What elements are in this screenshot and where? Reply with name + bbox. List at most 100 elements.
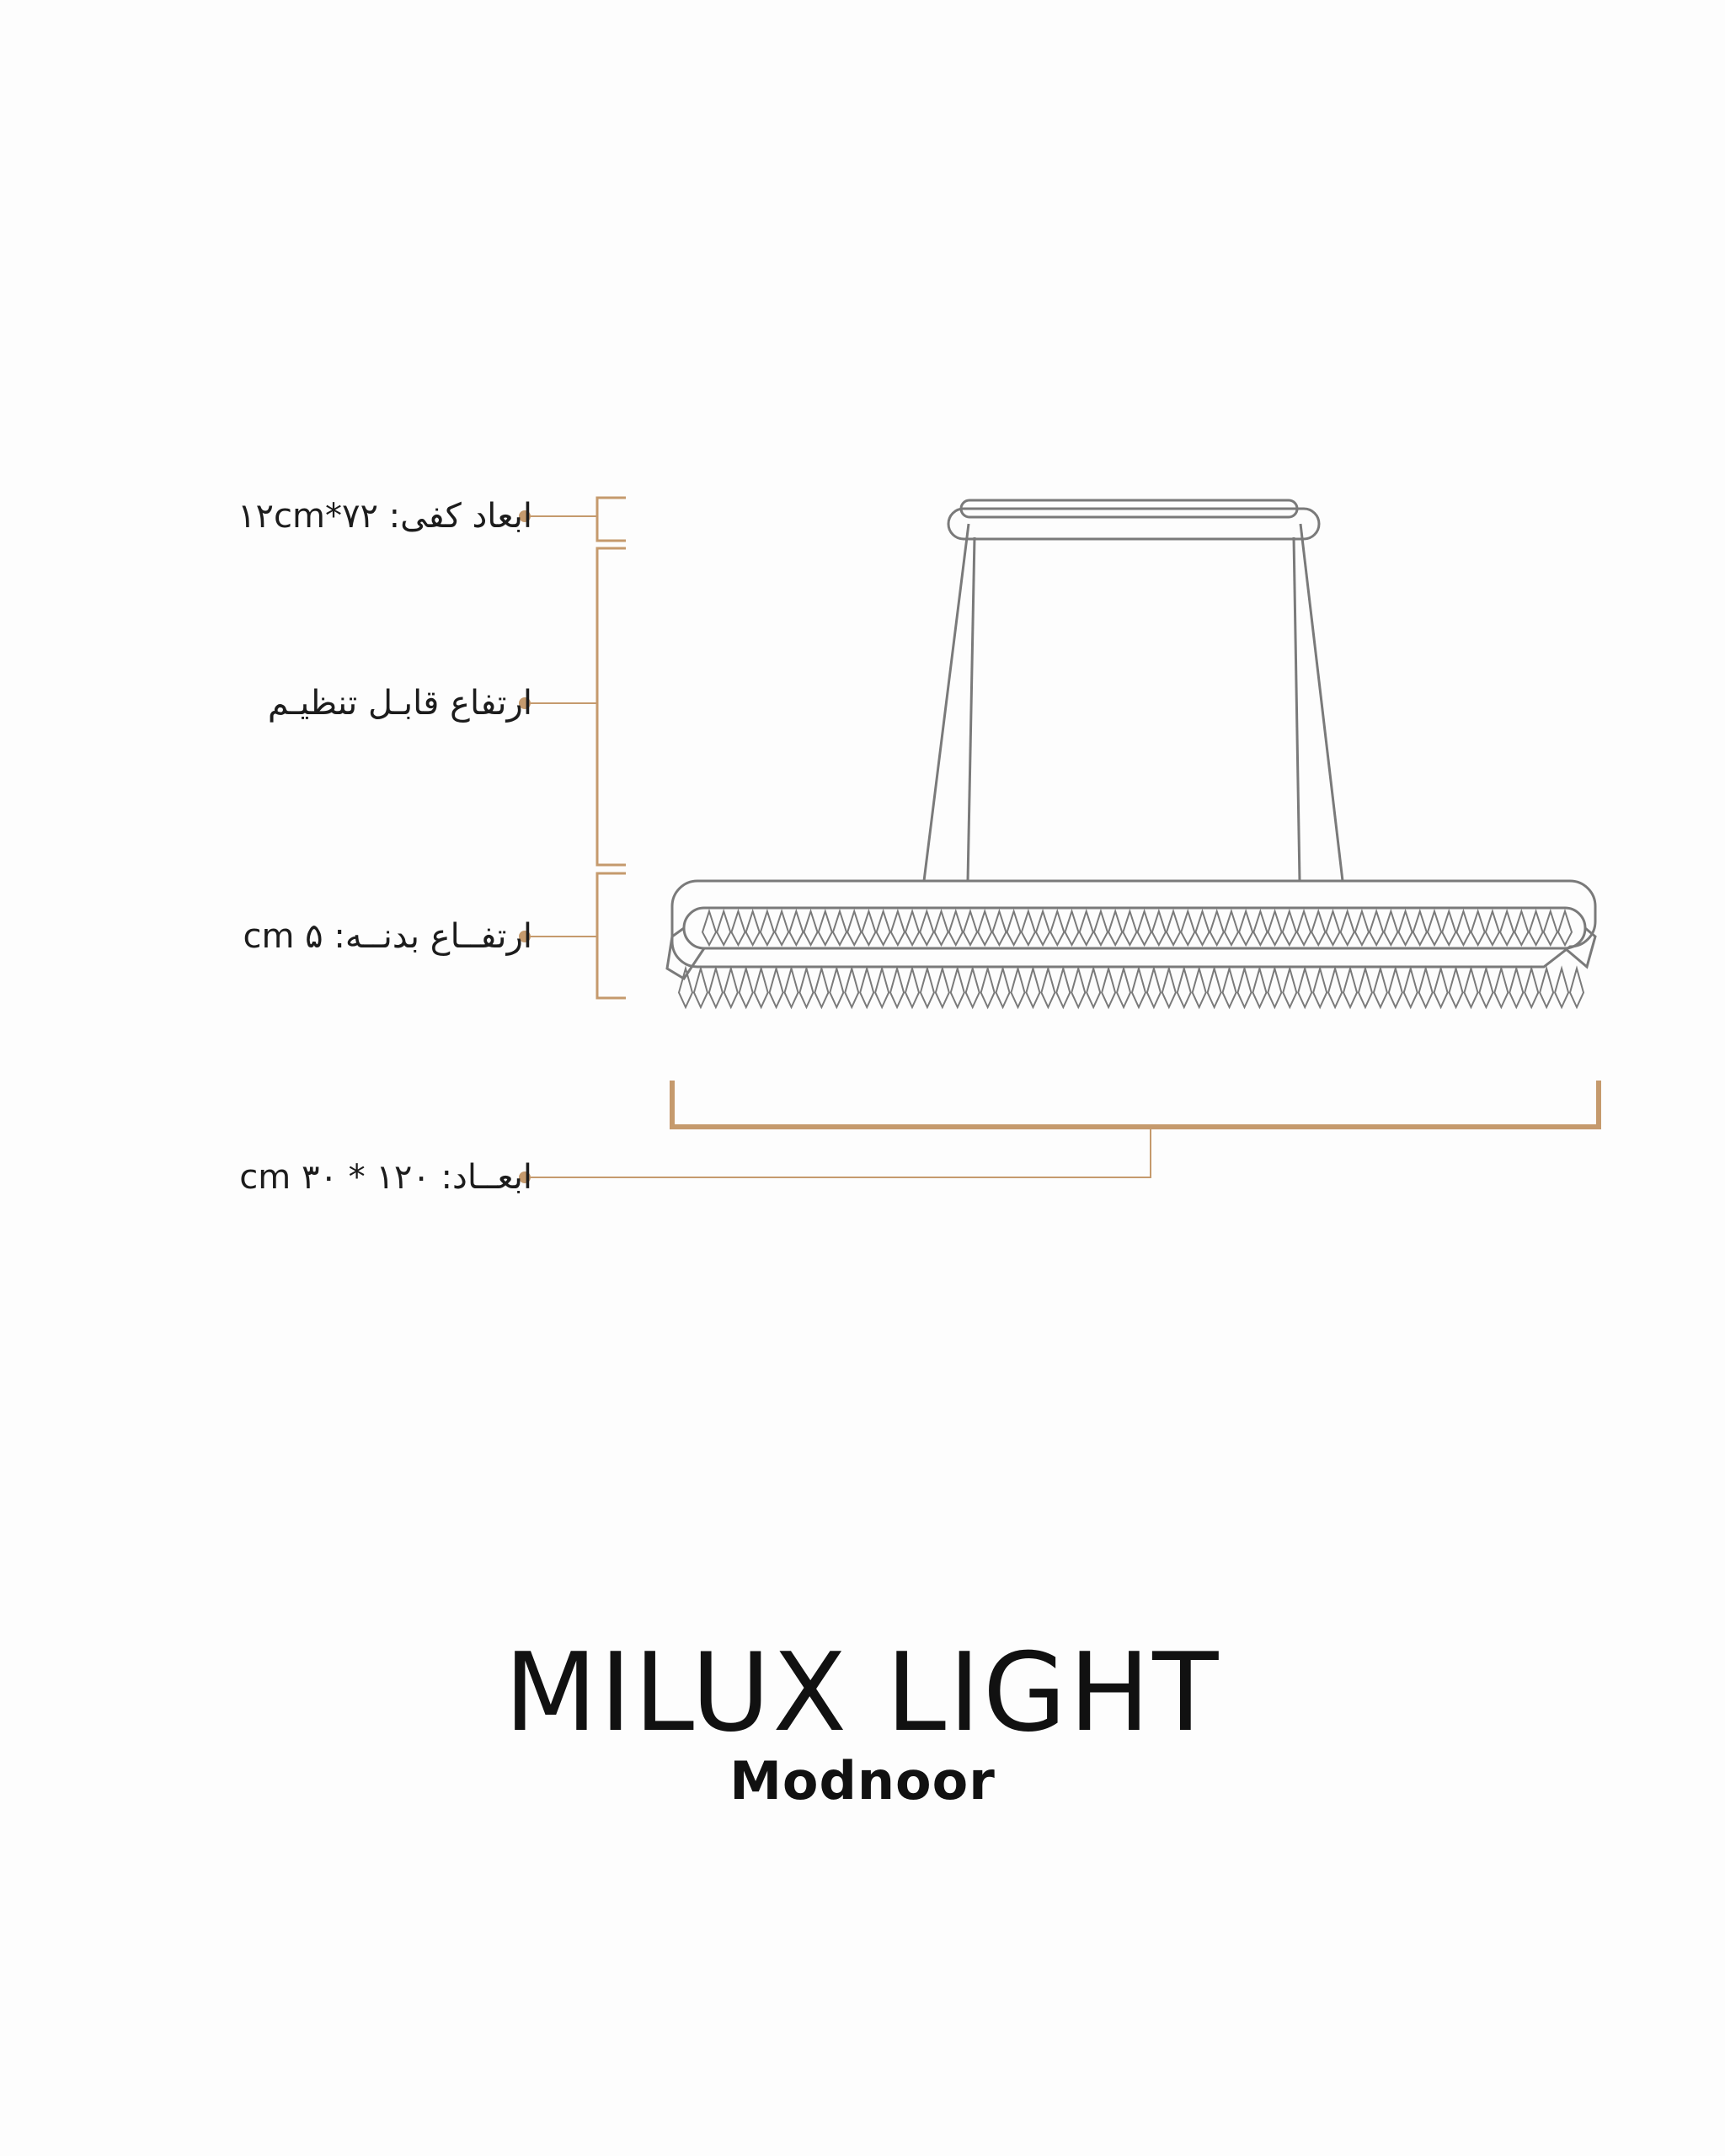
ring-right-fold <box>1564 926 1597 969</box>
crystal-drop <box>991 908 1007 947</box>
crystal-drop <box>1426 908 1443 947</box>
crystal-drop <box>846 908 862 947</box>
crystal-drop <box>1295 908 1312 947</box>
crystal-drop <box>1397 908 1413 947</box>
crystal-drop <box>1369 908 1385 947</box>
crystal-drop <box>1146 965 1162 1010</box>
crystal-drop <box>1463 965 1479 1010</box>
crystal-drop <box>1086 965 1102 1010</box>
crystal-drop <box>1499 908 1515 947</box>
crystal-drop <box>774 908 790 947</box>
crystal-drop <box>889 908 905 947</box>
wire-left-inner <box>966 536 976 882</box>
crystal-drop <box>1297 965 1313 1010</box>
crystal-drop <box>1267 908 1283 947</box>
crystal-drop <box>904 965 921 1010</box>
crystal-drop <box>783 965 799 1010</box>
crystal-drop <box>1412 908 1428 947</box>
crystal-drop <box>753 965 769 1010</box>
crystal-drop <box>1108 908 1124 947</box>
crystal-drop <box>730 908 746 947</box>
adjustable-height-bracket <box>595 547 626 867</box>
crystal-row-bottom <box>677 965 1585 1010</box>
crystal-drop <box>1509 965 1525 1010</box>
crystal-drop <box>1115 965 1132 1010</box>
wire-right-inner <box>1292 536 1301 882</box>
wire-right-outer <box>1299 523 1344 882</box>
crystal-drop <box>995 965 1011 1010</box>
crystal-drop <box>1136 908 1152 947</box>
crystal-drop <box>716 908 732 947</box>
crystal-drop <box>919 965 935 1010</box>
product-title: MILUX LIGHT <box>504 1630 1221 1756</box>
crystal-drop <box>889 965 905 1010</box>
crystal-drop <box>1206 965 1222 1010</box>
crystal-drop <box>1092 908 1109 947</box>
crystal-drop <box>1354 908 1370 947</box>
crystal-drop <box>1006 908 1022 947</box>
crystal-drop <box>919 908 935 947</box>
crystal-drop <box>964 965 980 1010</box>
crystal-drop <box>933 908 949 947</box>
crystal-row-top <box>701 908 1573 947</box>
width-bracket <box>670 1081 1601 1129</box>
crystal-drop <box>1448 965 1464 1010</box>
crystal-drop <box>1020 908 1036 947</box>
crystal-drop <box>1470 908 1486 947</box>
crystal-drop <box>1221 965 1237 1010</box>
crystal-drop <box>962 908 979 947</box>
crystal-drop <box>1542 908 1558 947</box>
crystal-drop <box>1267 965 1283 1010</box>
canopy-base <box>947 507 1321 541</box>
crystal-drop <box>1130 965 1147 1010</box>
crystal-drop <box>788 908 804 947</box>
brand-logo: Modnoor <box>729 1750 996 1812</box>
crystal-drop <box>1554 965 1570 1010</box>
crystal-drop <box>874 965 890 1010</box>
crystal-drop <box>1568 965 1585 1010</box>
body-height-dot <box>519 931 531 942</box>
crystal-drop <box>1311 908 1327 947</box>
crystal-drop <box>1176 965 1192 1010</box>
crystal-drop <box>1557 908 1573 947</box>
width-leader <box>525 1127 1151 1178</box>
crystal-drop <box>1478 965 1494 1010</box>
crystal-drop <box>1372 965 1388 1010</box>
crystal-drop <box>948 908 964 947</box>
crystal-drop <box>861 908 877 947</box>
crystal-drop <box>1441 908 1457 947</box>
crystal-drop <box>1055 965 1071 1010</box>
crystal-drop <box>1252 965 1268 1010</box>
dimension-markers <box>519 496 1601 1183</box>
crystal-drop <box>1071 965 1087 1010</box>
crystal-drop <box>692 965 708 1010</box>
crystal-drop <box>701 908 718 947</box>
crystal-drop <box>1101 965 1117 1010</box>
crystal-drop <box>949 965 965 1010</box>
body-height-bracket <box>595 872 626 1000</box>
crystal-drop <box>1325 908 1341 947</box>
crystal-drop <box>831 908 848 947</box>
crystal-drop <box>1191 965 1207 1010</box>
crystal-drop <box>829 965 845 1010</box>
crystal-drop <box>1455 908 1471 947</box>
crystal-drop <box>1357 965 1374 1010</box>
label-overall-dimensions: ابعــاد: ۱۲۰ * ۳۰ cm <box>239 1158 532 1197</box>
crystal-drop <box>977 908 993 947</box>
crystal-drop <box>1493 965 1509 1010</box>
crystal-drop <box>1040 965 1056 1010</box>
crystal-drop <box>1034 908 1051 947</box>
crystal-drop <box>1252 908 1268 947</box>
crystal-drop <box>1064 908 1080 947</box>
crystal-drop <box>1528 908 1544 947</box>
crystal-drop <box>1010 965 1026 1010</box>
crystal-drop <box>1339 908 1355 947</box>
crystal-drop <box>1078 908 1094 947</box>
crystal-drop <box>904 908 921 947</box>
crystal-drop <box>875 908 891 947</box>
crystal-drop <box>1180 908 1196 947</box>
crystal-drop <box>1049 908 1065 947</box>
crystal-drop <box>1282 965 1298 1010</box>
crystal-drop <box>1312 965 1328 1010</box>
